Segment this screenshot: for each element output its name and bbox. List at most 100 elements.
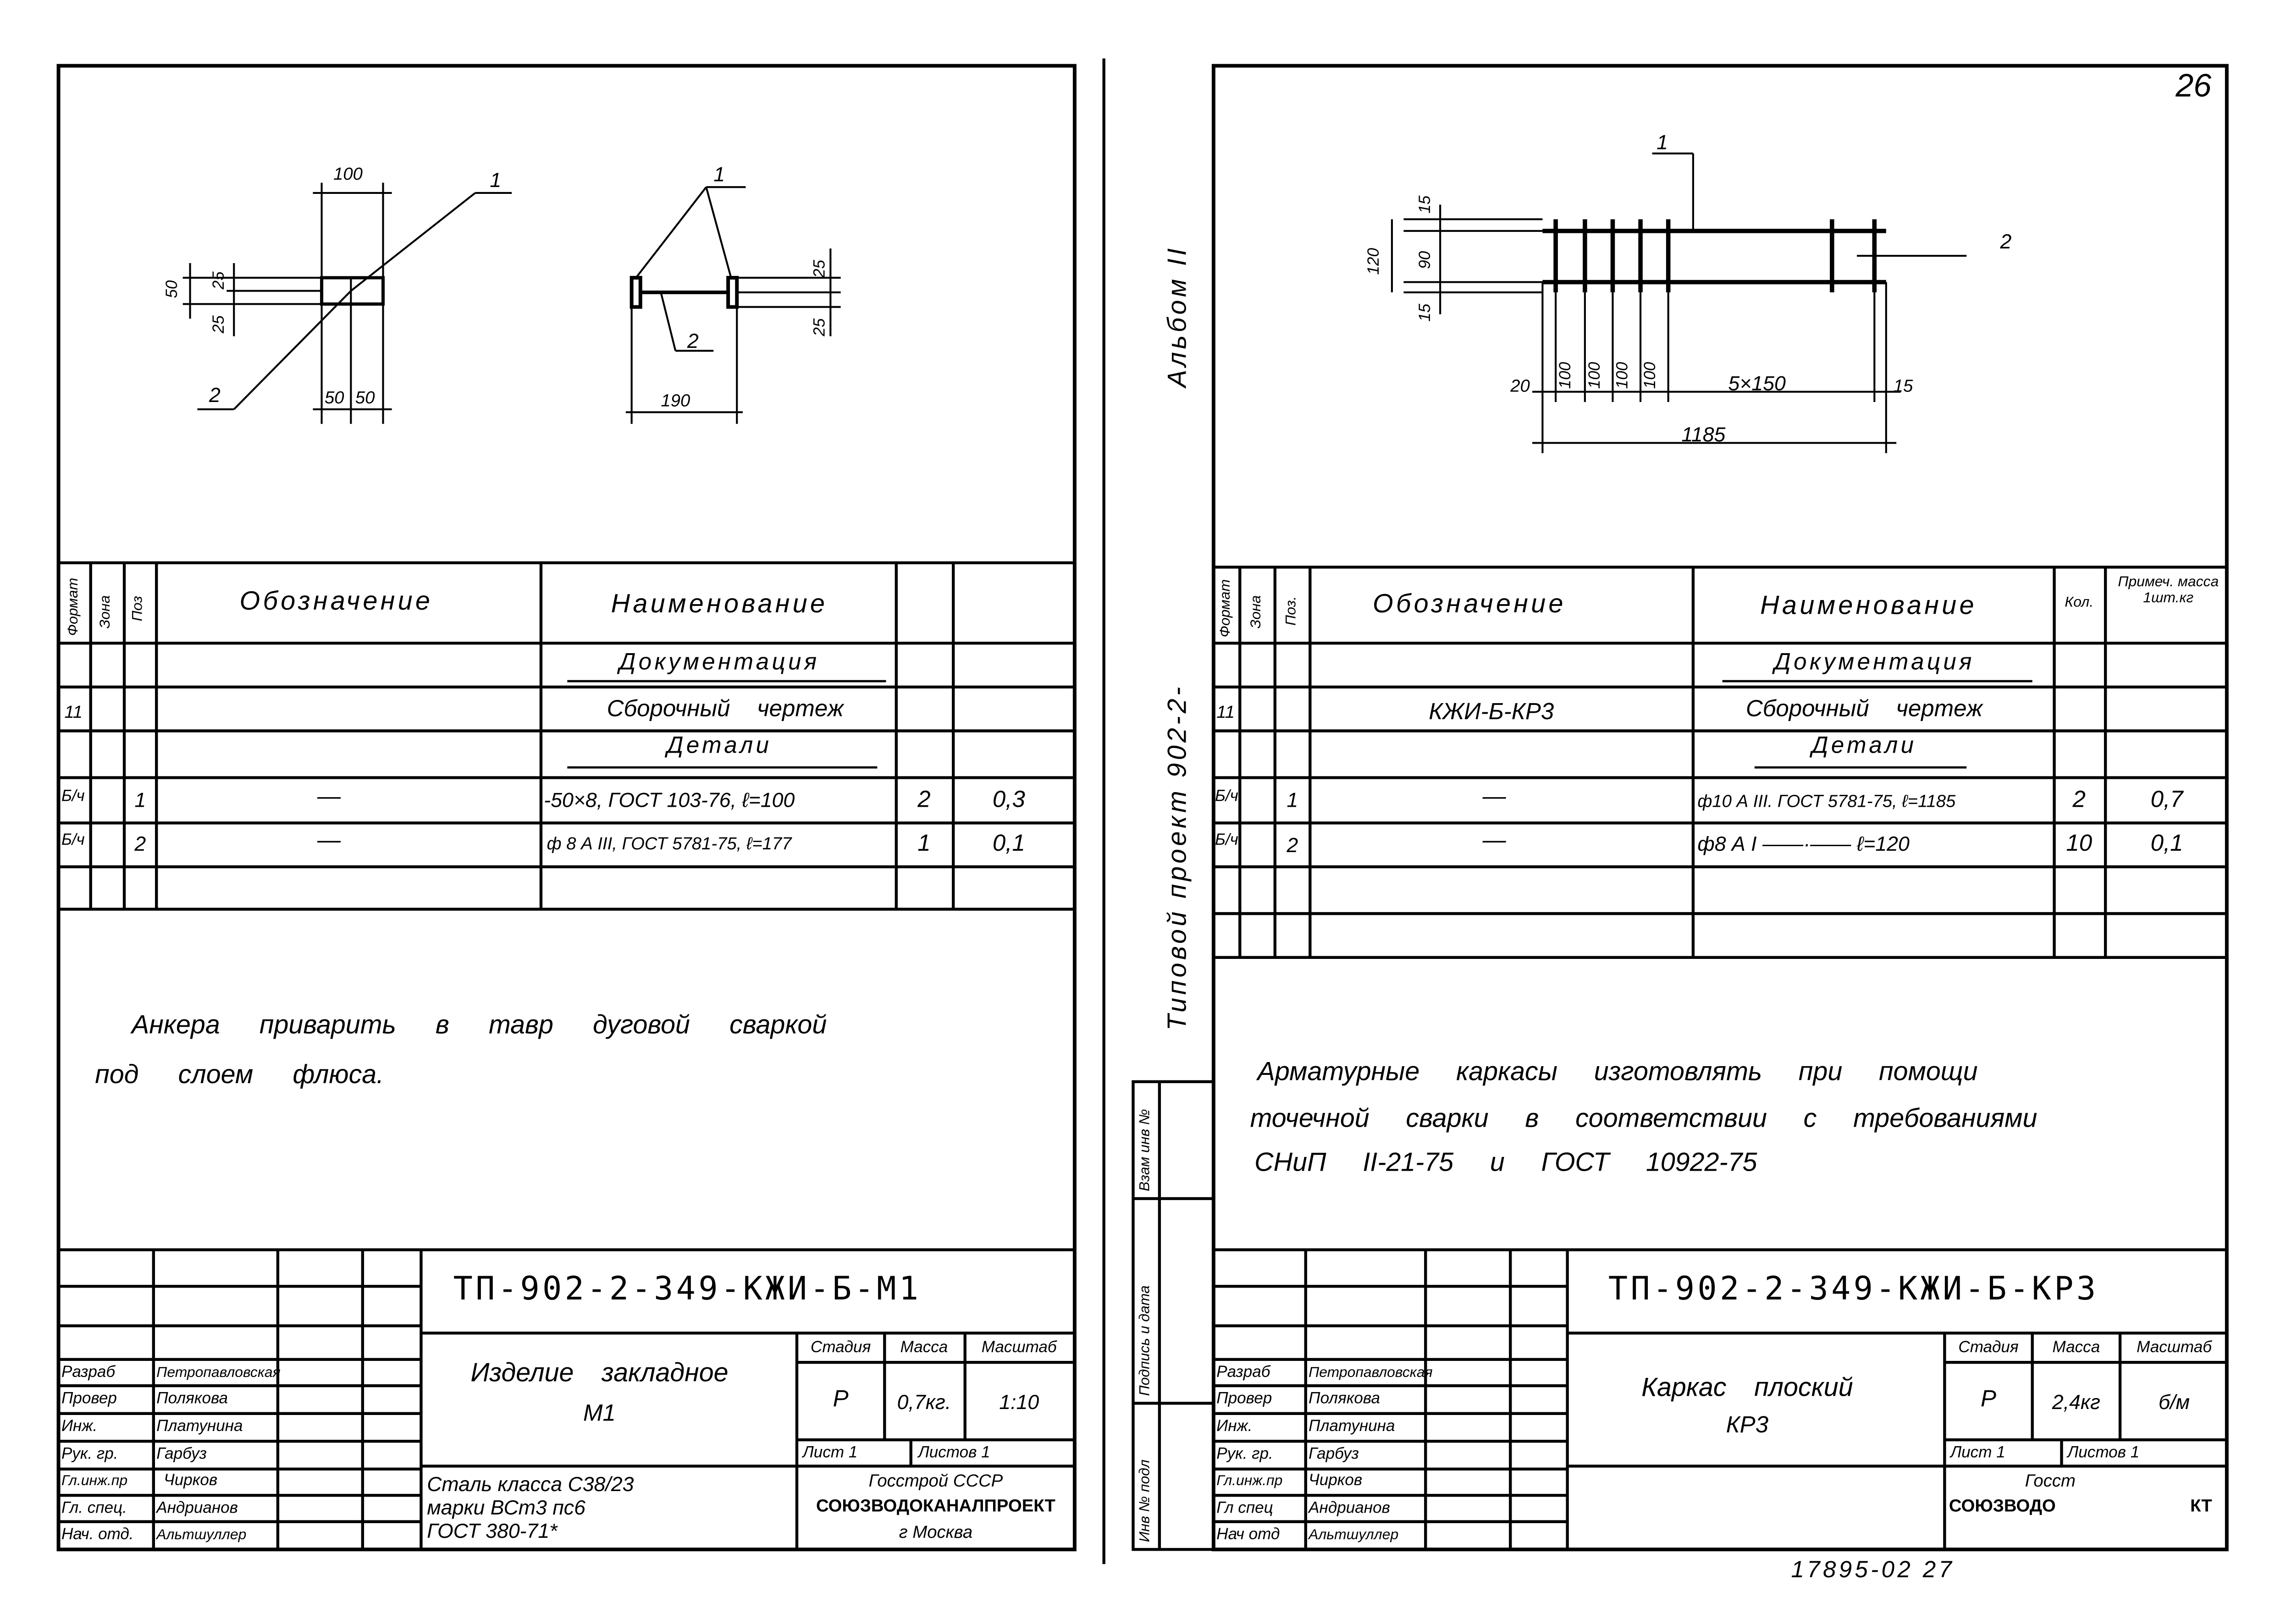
person-name: Чирков (164, 1472, 218, 1490)
right-note-line: точечной сварки в соответствии с требова… (1250, 1103, 2038, 1133)
dim-label: 100 (1586, 362, 1604, 389)
role: Нач. отд. (61, 1526, 134, 1544)
dim-label: 190 (661, 390, 690, 411)
org-line: Госст (2025, 1470, 2076, 1491)
spec-note: 0,3 (992, 787, 1025, 813)
spec-designation: — (1482, 785, 1506, 810)
dim-label: 100 (1642, 362, 1660, 389)
scale-value: 1:10 (999, 1390, 1039, 1414)
col-header-zone: Зона (1248, 595, 1265, 629)
person-name: Петропавловская (156, 1365, 281, 1382)
spec-note: 0,7 (2150, 787, 2183, 813)
sheet-number: Лист 1 (802, 1444, 858, 1462)
col-header-zone: Зона (98, 595, 114, 629)
sheet-count: Листов 1 (2067, 1444, 2140, 1462)
spec-qty: 1 (917, 831, 931, 857)
strip-label-replaced: Взам инв № (1138, 1109, 1154, 1192)
spec-format: Б/ч (61, 787, 85, 806)
spec-section-documentation: Документация (1774, 650, 1975, 676)
document-name-mark: М1 (583, 1402, 616, 1427)
spec-section-documentation: Документация (619, 650, 820, 676)
spec-name: Сборочный чертеж (1745, 697, 1983, 722)
dim-label: 25 (210, 315, 228, 334)
spec-name: Сборочный чертеж (607, 697, 844, 722)
sheet-number: Лист 1 (1950, 1444, 2005, 1462)
spec-format: Б/ч (61, 831, 85, 849)
person-name: Полякова (1309, 1390, 1380, 1408)
document-code: ТП-902-2-349-КЖИ-Б-М1 (453, 1272, 922, 1309)
document-name: Каркас плоский (1641, 1372, 1853, 1402)
role: Разраб (61, 1364, 116, 1382)
dim-label: 50 (164, 280, 182, 298)
leader-label: 1 (1657, 130, 1668, 154)
col-header-designation: Обозначение (1373, 589, 1566, 618)
col-header-format: Формат (1218, 579, 1234, 638)
dim-label: 15 (1417, 303, 1435, 322)
leader-label: 2 (209, 383, 221, 407)
dim-label: 5×150 (1728, 371, 1786, 395)
spec-designation: — (317, 785, 341, 810)
left-embedded-part-drawing (182, 182, 512, 424)
person-name: Чирков (1309, 1472, 1363, 1490)
role: Гл. спец. (61, 1499, 127, 1518)
col-header-format: Формат (66, 578, 82, 636)
left-title-block-grid (58, 1248, 1075, 1550)
right-note-line: Арматурные каркасы изготовлять при помощ… (1257, 1057, 1978, 1086)
left-tee-section-drawing (625, 186, 841, 424)
left-note-line: под слоем флюса. (95, 1060, 384, 1089)
org-line: Госстрой СССР (868, 1470, 1003, 1491)
right-note-line: СНиП II-21-75 и ГОСТ 10922-75 (1254, 1147, 1757, 1177)
dim-label: 90 (1417, 251, 1435, 269)
leader-label: 1 (713, 162, 725, 186)
spec-format: 11 (64, 701, 83, 722)
role: Рук. гр. (1216, 1445, 1273, 1464)
role: Провер (1216, 1390, 1272, 1408)
leader-label: 2 (687, 329, 699, 352)
person-name: Андрианов (156, 1499, 238, 1518)
role: Гл.инж.пр (61, 1473, 128, 1490)
spec-designation: — (1482, 829, 1506, 854)
col-header-pos: Поз. (1283, 596, 1300, 626)
page-number: 26 (2176, 67, 2212, 104)
col-header-note: Примеч. масса 1шт.кг (2118, 574, 2219, 607)
spec-qty: 2 (917, 787, 931, 813)
spec-designation: КЖИ-Б-КР3 (1429, 700, 1554, 725)
col-header-qty: Кол. (2065, 595, 2094, 611)
person-name: Петропавловская (1309, 1365, 1433, 1382)
spec-format: Б/ч (1215, 787, 1238, 806)
spec-name: ф8 А I ——·—— ℓ=120 (1697, 831, 1910, 855)
footer-number: 17895-02 27 (1791, 1558, 1955, 1583)
left-spec-grid (58, 561, 1075, 911)
mass-label: Масса (900, 1339, 948, 1357)
person-name: Альтшуллер (156, 1527, 247, 1544)
stage-value: Р (833, 1387, 849, 1412)
person-name: Полякова (156, 1390, 228, 1408)
document-name-mark: КР3 (1726, 1413, 1769, 1438)
dim-label: 50 (324, 387, 344, 408)
person-name: Альтшуллер (1309, 1527, 1399, 1544)
person-name: Гарбуз (1309, 1445, 1359, 1464)
spec-name: ф 8 А III, ГОСТ 5781-75, ℓ=177 (547, 833, 792, 854)
spec-pos: 1 (1287, 787, 1298, 811)
stage-label: Стадия (811, 1339, 871, 1357)
strip-label-inventory: Инв № подл (1138, 1459, 1154, 1542)
spec-section-details: Детали (1811, 733, 1917, 759)
dim-label: 100 (1557, 362, 1575, 389)
person-name: Гарбуз (156, 1445, 207, 1464)
dim-label: 25 (811, 259, 829, 278)
col-header-name: Наименование (1760, 590, 1977, 620)
document-code: ТП-902-2-349-КЖИ-Б-КР3 (1608, 1272, 2099, 1309)
org-name: СОЮЗВОДОКАНАЛПРОЕКТ (816, 1495, 1055, 1516)
role: Инж. (1216, 1418, 1253, 1436)
role: Гл спец (1216, 1499, 1273, 1518)
binding-strip-grid (1132, 1080, 1215, 1551)
role: Нач отд (1216, 1526, 1280, 1544)
right-sheet-frame (1211, 64, 2229, 1552)
dim-label: 20 (1510, 375, 1530, 396)
right-frame-drawing (1391, 152, 1967, 453)
person-name: Платунина (156, 1418, 243, 1436)
col-header-designation: Обозначение (239, 586, 433, 616)
right-title-block-grid (1213, 1248, 2227, 1550)
role: Разраб (1216, 1364, 1270, 1382)
